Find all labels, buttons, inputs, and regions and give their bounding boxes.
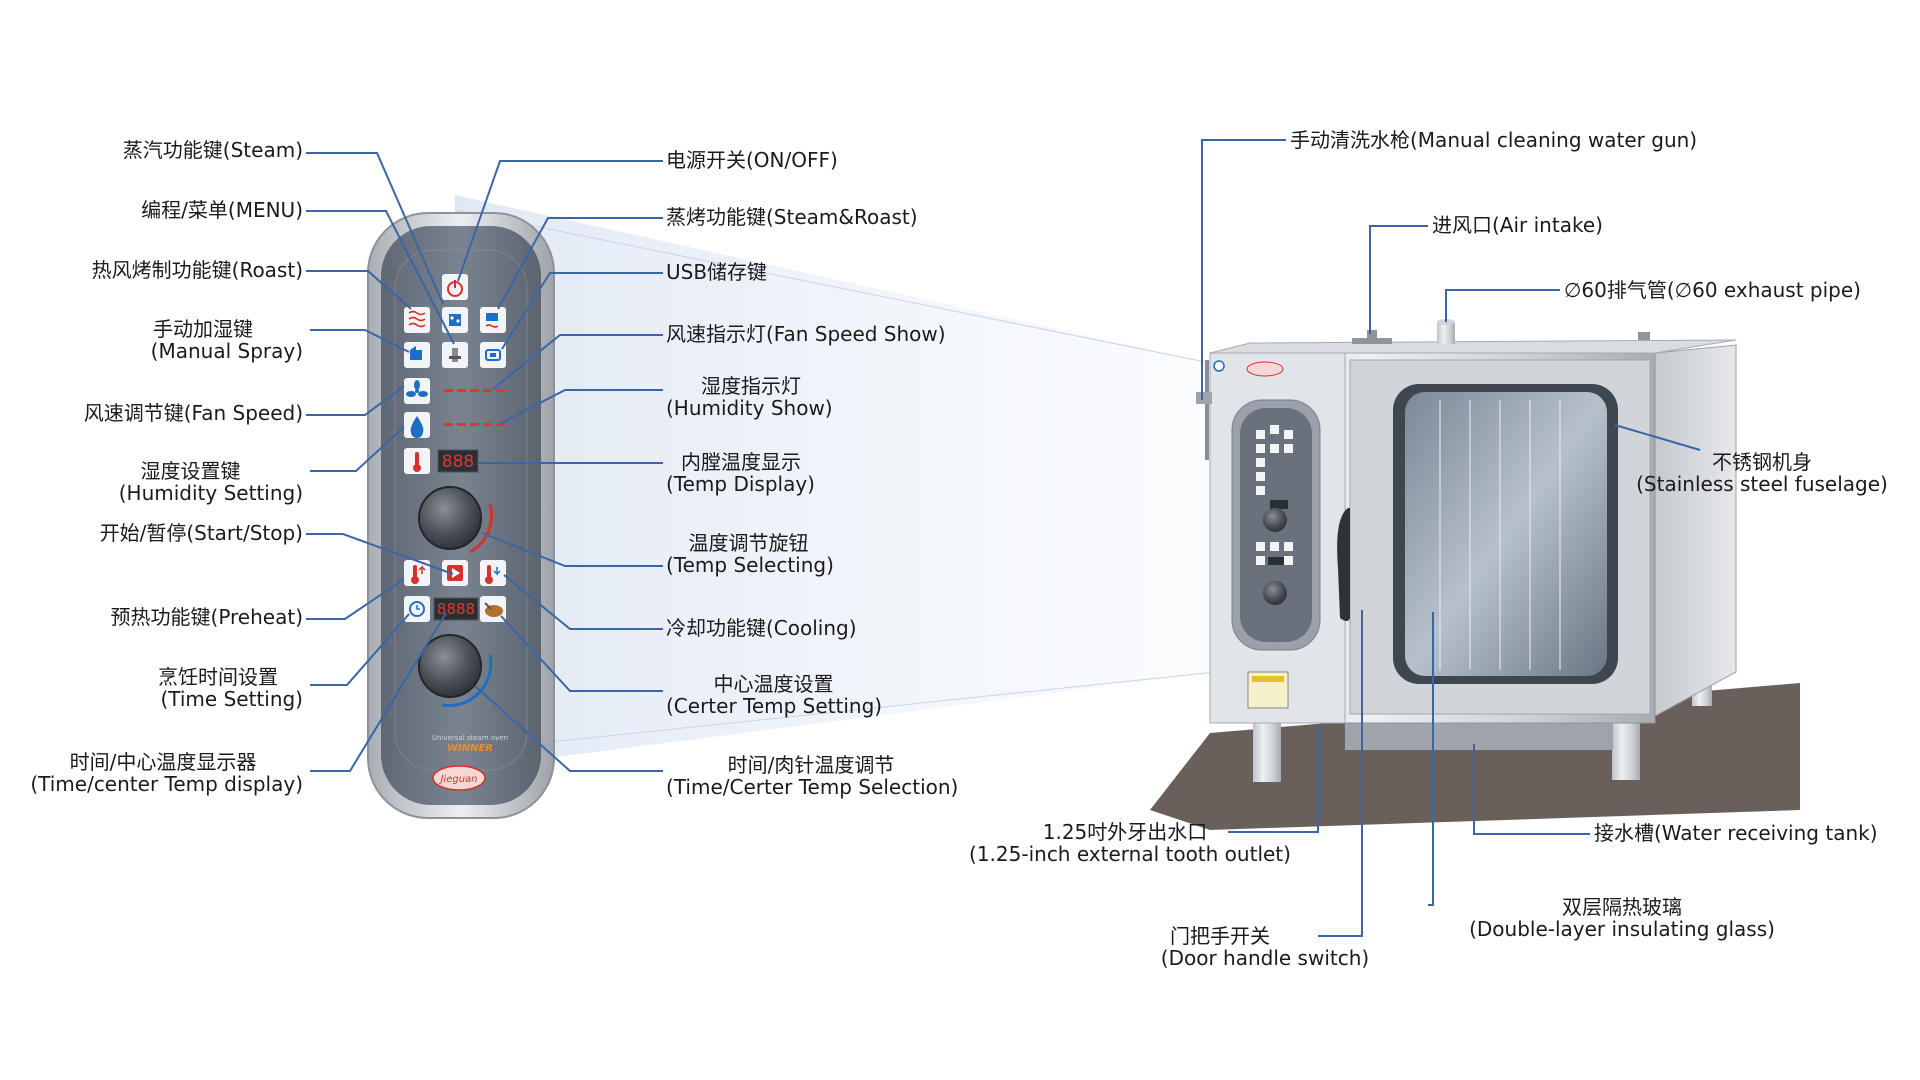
temp-knob[interactable] bbox=[418, 486, 494, 554]
label-on-off: 电源开关(ON/OFF) bbox=[666, 148, 838, 172]
leader-steam bbox=[306, 152, 444, 305]
leader-lines bbox=[306, 139, 1701, 937]
usb-button[interactable] bbox=[480, 342, 506, 368]
leader-glass bbox=[1428, 612, 1434, 906]
label-humidity-show: 湿度指示灯 (Humidity Show) bbox=[666, 374, 833, 420]
temp-button[interactable] bbox=[404, 448, 430, 474]
leader-on-off bbox=[457, 160, 663, 282]
label-temp-selecting: 温度调节旋钮 (Temp Selecting) bbox=[666, 531, 834, 577]
label-steam-roast: 蒸烤功能键(Steam&Roast) bbox=[666, 205, 918, 229]
beam-edge-top bbox=[454, 209, 1236, 369]
preheat-button[interactable] bbox=[404, 560, 430, 586]
steam-button[interactable] bbox=[442, 307, 468, 333]
label-menu: 编程/菜单(MENU) bbox=[141, 198, 303, 222]
steam-roast-button[interactable] bbox=[480, 307, 506, 333]
leader-manual-spray bbox=[310, 329, 410, 353]
projection-beam bbox=[455, 195, 1235, 770]
label-steam: 蒸汽功能键(Steam) bbox=[122, 138, 303, 162]
label-fuselage: 不锈钢机身 (Stainless steel fuselage) bbox=[1636, 450, 1888, 496]
label-roast: 热风烤制功能键(Roast) bbox=[91, 258, 303, 282]
leader-water-gun bbox=[1201, 139, 1286, 400]
panel-brand: Jieguan bbox=[438, 774, 477, 785]
leader-time-setting bbox=[310, 613, 410, 686]
label-humidity-setting: 湿度设置键 (Humidity Setting) bbox=[118, 459, 303, 505]
start-stop-button[interactable] bbox=[442, 560, 468, 586]
label-center-temp-setting: 中心温度设置 (Certer Temp Setting) bbox=[666, 672, 883, 718]
leader-cooling bbox=[503, 574, 663, 630]
panel-tagline: Universal steam oven bbox=[432, 734, 508, 742]
leader-outlet bbox=[1228, 726, 1319, 833]
time-knob[interactable] bbox=[418, 634, 493, 708]
label-manual-spray: 手动加湿键 (Manual Spray) bbox=[150, 317, 303, 363]
label-time-center-selection: 时间/肉针温度调节 (Time/Certer Temp Selection) bbox=[666, 753, 959, 799]
leader-preheat bbox=[306, 578, 405, 620]
time-setting-button[interactable] bbox=[404, 596, 430, 622]
leader-fuselage bbox=[1614, 424, 1701, 451]
leader-time-center-selection bbox=[474, 685, 663, 772]
humidity-button[interactable] bbox=[404, 412, 430, 438]
label-cooling: 冷却功能键(Cooling) bbox=[666, 616, 857, 640]
roast-button[interactable] bbox=[404, 307, 430, 333]
leader-tank bbox=[1473, 744, 1590, 835]
power-button[interactable] bbox=[442, 274, 468, 300]
leader-roast bbox=[306, 270, 412, 310]
time-display-digits: 8888 bbox=[437, 600, 475, 618]
label-preheat: 预热功能键(Preheat) bbox=[110, 605, 303, 629]
leader-center-temp-setting bbox=[500, 615, 663, 692]
label-water-gun: 手动清洗水枪(Manual cleaning water gun) bbox=[1290, 128, 1698, 152]
label-usb: USB储存键 bbox=[666, 260, 768, 284]
panel-model: WINNER bbox=[447, 743, 493, 754]
label-time-setting: 烹饪时间设置 (Time Setting) bbox=[158, 665, 303, 711]
label-exhaust: ∅60排气管(∅60 exhaust pipe) bbox=[1564, 278, 1861, 302]
leader-exhaust bbox=[1445, 289, 1560, 322]
leader-usb bbox=[501, 272, 663, 350]
temp-display-window bbox=[437, 449, 479, 473]
fan-speed-indicator bbox=[444, 389, 505, 392]
label-fan-speed-show: 风速指示灯(Fan Speed Show) bbox=[666, 322, 946, 346]
cooling-button[interactable] bbox=[480, 560, 506, 586]
leader-fan-speed-show bbox=[492, 334, 663, 390]
humidity-indicator bbox=[444, 423, 505, 426]
label-temp-display: 内膛温度显示 (Temp Display) bbox=[666, 450, 815, 496]
label-outlet: 1.25吋外牙出水口 (1.25-inch external tooth out… bbox=[969, 820, 1291, 866]
leader-fan-speed bbox=[306, 385, 405, 416]
fan-speed-button[interactable] bbox=[404, 378, 430, 404]
label-fan-speed: 风速调节键(Fan Speed) bbox=[83, 401, 303, 425]
label-handle: 门把手开关 (Door handle switch) bbox=[1160, 924, 1370, 970]
leader-air-intake bbox=[1369, 225, 1428, 334]
leader-steam-roast bbox=[497, 217, 663, 310]
leader-start-stop bbox=[306, 533, 454, 575]
beam-edge-bottom bbox=[454, 669, 1236, 753]
panel-brand-badge bbox=[432, 765, 486, 791]
label-air-intake: 进风口(Air intake) bbox=[1432, 213, 1603, 237]
menu-button[interactable] bbox=[442, 342, 468, 368]
leader-humidity-setting bbox=[310, 426, 405, 472]
label-start-stop: 开始/暂停(Start/Stop) bbox=[99, 521, 303, 545]
leader-humidity-show bbox=[500, 389, 663, 424]
label-time-center-display: 时间/中心温度显示器 (Time/center Temp display) bbox=[30, 750, 303, 796]
center-temp-button[interactable] bbox=[480, 596, 506, 622]
leader-temp-selecting bbox=[481, 532, 663, 567]
label-glass: 双层隔热玻璃 (Double-layer insulating glass) bbox=[1469, 895, 1775, 941]
temp-display-digits: 888 bbox=[442, 452, 474, 472]
label-tank: 接水槽(Water receiving tank) bbox=[1594, 821, 1878, 845]
leader-time-center-display bbox=[310, 612, 447, 772]
manual-spray-button[interactable] bbox=[404, 342, 430, 368]
leader-handle bbox=[1318, 610, 1363, 937]
leader-menu bbox=[306, 210, 455, 345]
